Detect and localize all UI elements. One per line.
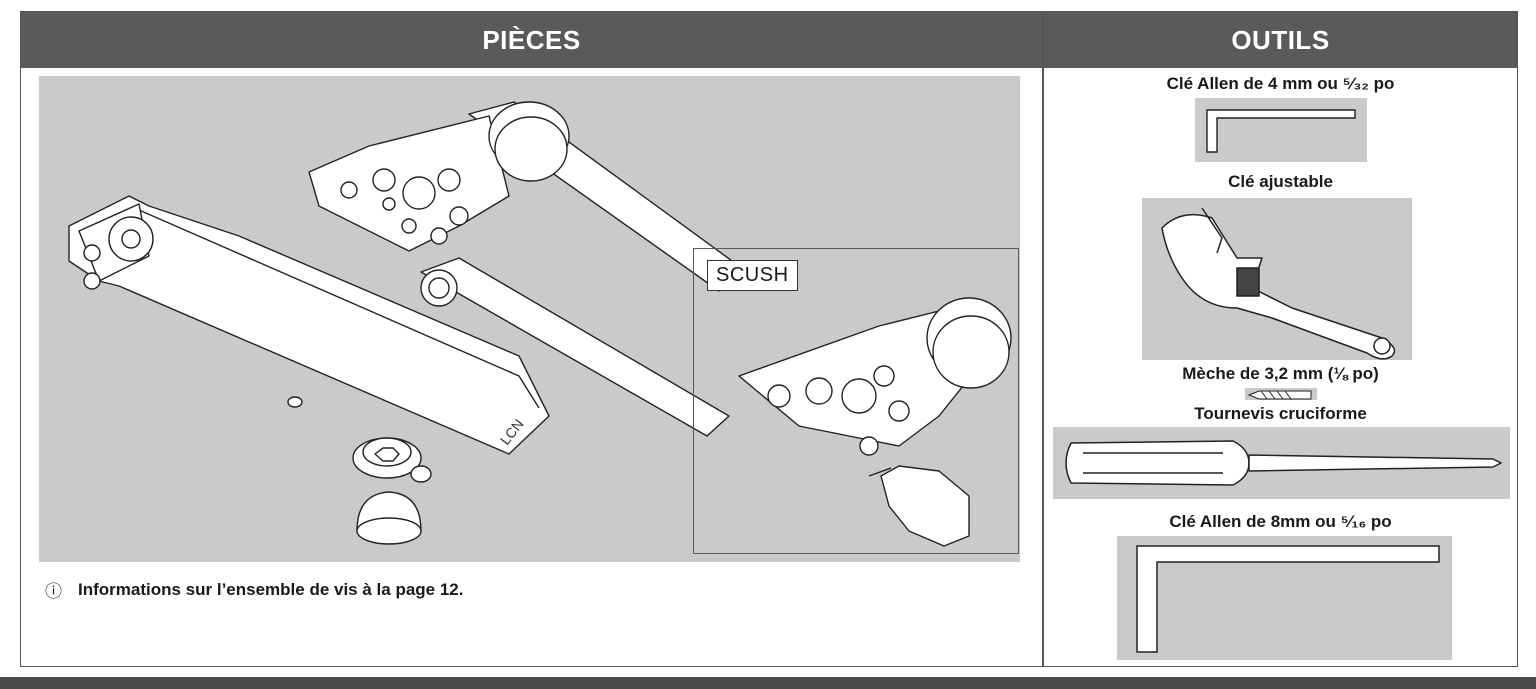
instruction-frame: PIÈCES OUTILS xyxy=(20,11,1518,667)
footer-bar xyxy=(0,677,1536,689)
parts-header: PIÈCES xyxy=(21,12,1042,68)
tool-title-phillips-screwdriver: Tournevis cruciforme xyxy=(1194,404,1367,423)
info-note-text: Informations sur l’ensemble de vis à la … xyxy=(78,579,464,599)
column-divider xyxy=(1042,12,1044,666)
secondary-arm-icon xyxy=(420,257,730,437)
tool-title-large-allen: Clé Allen de 8mm ou ⁵⁄₁₆ po xyxy=(1169,512,1392,531)
drill-bit-icon xyxy=(1245,388,1317,400)
tool-title-drill-bit: Mèche de 3,2 mm (⅛ po) xyxy=(1182,364,1379,383)
tool-title-small-allen: Clé Allen de 4 mm ou ⁵⁄₃₂ po xyxy=(1166,74,1395,93)
small-allen-key-icon xyxy=(1195,98,1367,162)
screw-info-note: ⓘ Informations sur l’ensemble de vis à l… xyxy=(45,577,463,602)
tools-header: OUTILS xyxy=(1044,12,1517,68)
adjustable-wrench-icon xyxy=(1142,198,1412,360)
phillips-screwdriver-icon xyxy=(1053,427,1510,499)
parts-illustration: LCN xyxy=(68,101,1012,547)
scush-label: SCUSH xyxy=(707,260,798,291)
large-allen-key-icon xyxy=(1117,536,1452,660)
scush-inset-box xyxy=(693,248,1019,554)
scush-stop-icon xyxy=(880,465,970,547)
parts-illustration-panel: LCN SCUSH xyxy=(39,76,1020,562)
tool-title-adjustable-wrench: Clé ajustable xyxy=(1228,172,1333,191)
scush-bracket-icon xyxy=(738,305,980,447)
info-icon: ⓘ xyxy=(45,582,62,601)
